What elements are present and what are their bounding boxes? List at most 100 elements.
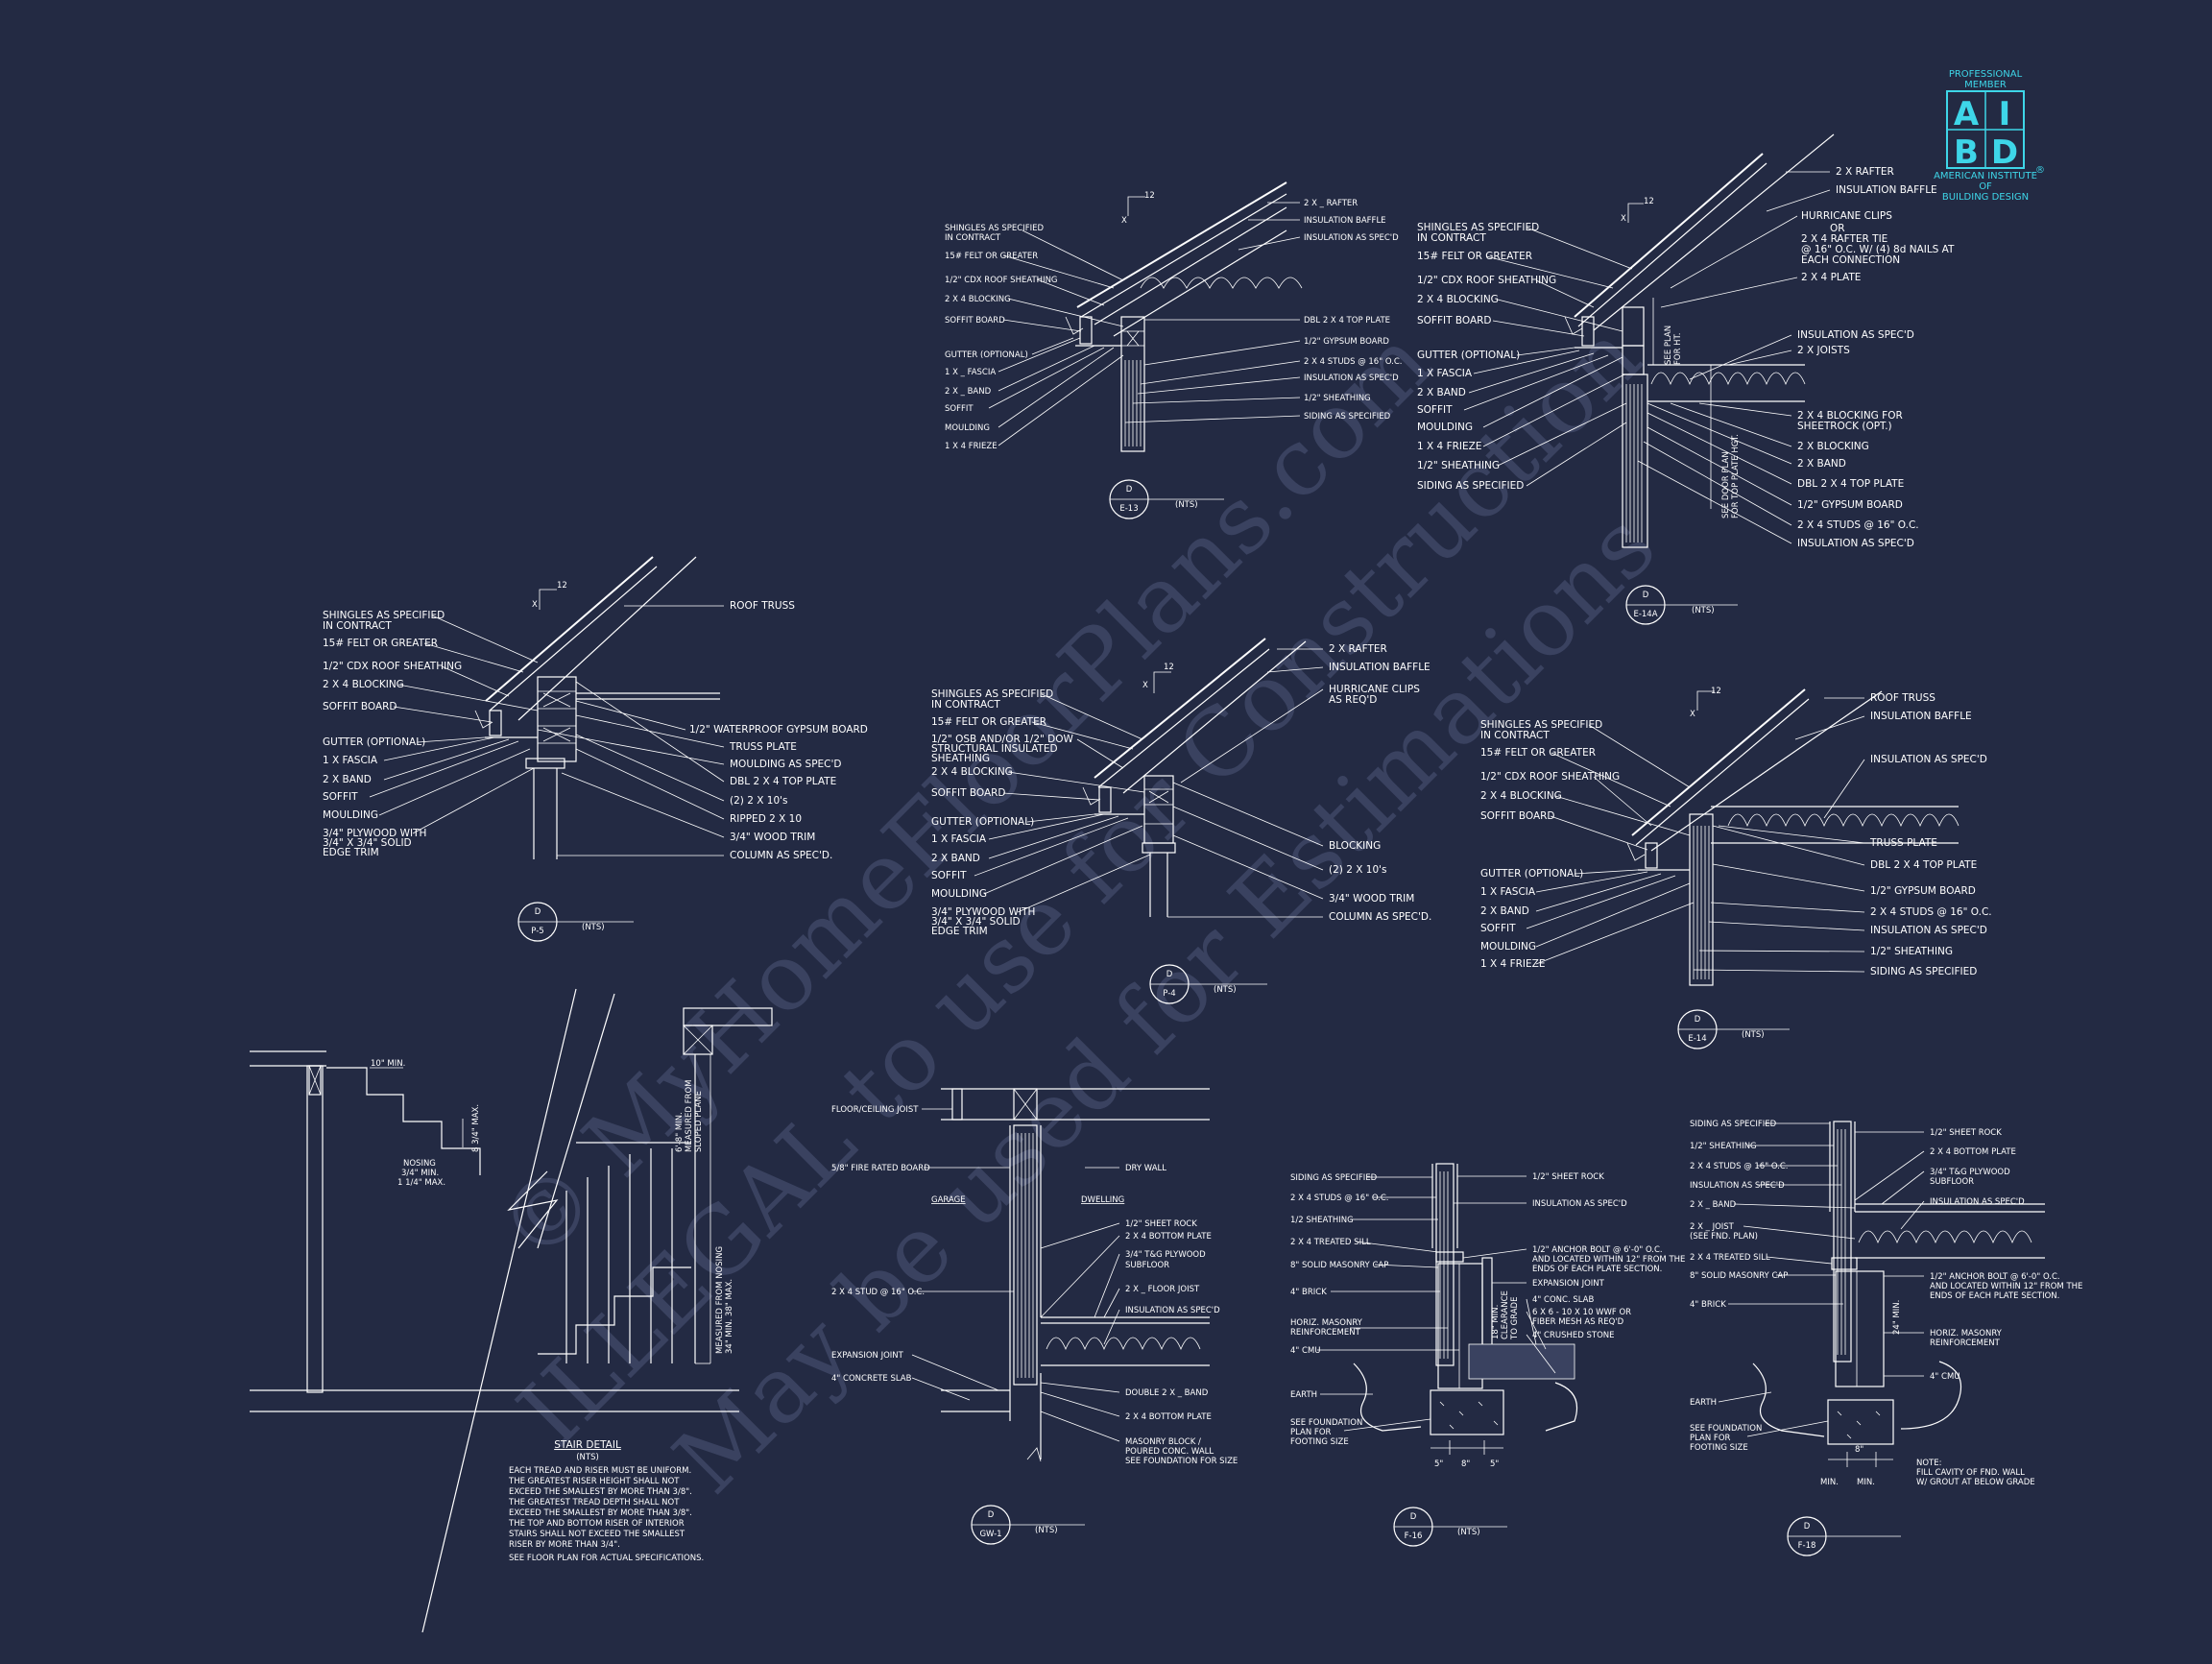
p4-left-3: 1/2" OSB AND/OR 1/2" DOW	[931, 734, 1074, 745]
stair-dim-3: 1 1/4" MAX.	[397, 1178, 445, 1188]
detail-e14: X 12 SHINGLES AS SPECIFIED IN CONTRACT 1…	[1480, 687, 1992, 1049]
e14-right-0: ROOF TRUSS	[1870, 692, 1936, 704]
e14a-tag-nts: (NTS)	[1692, 606, 1715, 615]
e14-right-8: 1/2" SHEATHING	[1870, 946, 1953, 957]
e14a-vert-3: SEE DOOR PLAN	[1721, 451, 1731, 518]
e14-pitch-x: X	[1690, 710, 1695, 719]
p5-drawing	[474, 556, 720, 859]
f18-right-4: INSULATION AS SPEC'D	[1930, 1197, 2025, 1207]
p4-left-7: SOFFIT BOARD	[931, 787, 1006, 799]
p4-left-9: 1 X FASCIA	[931, 833, 987, 845]
p4-drawing	[1082, 638, 1307, 917]
f16-vert-0: 18" MIN.	[1491, 1305, 1501, 1339]
logo-letter-b: B	[1954, 133, 1979, 172]
gw1-right-7: INSULATION AS SPEC'D	[1125, 1306, 1220, 1315]
e13-right-7: 1/2" SHEATHING	[1304, 394, 1371, 403]
p5-left-7: 1 X FASCIA	[323, 755, 378, 766]
p5-tag-letter: D	[535, 907, 541, 917]
p5-left-labels: SHINGLES AS SPECIFIED IN CONTRACT 15# FE…	[323, 610, 539, 858]
p4-left-0: SHINGLES AS SPECIFIED	[931, 688, 1053, 700]
p4-left-12: MOULDING	[931, 888, 987, 900]
p5-pitch-run: 12	[557, 581, 567, 591]
f16-tag-id: F-16	[1405, 1531, 1423, 1541]
stair-note-2: EXCEED THE SMALLEST BY MORE THAN 3/8".	[509, 1487, 692, 1497]
stair-dim-7: SLOPED PLANE	[694, 1091, 704, 1152]
detail-gw1: FLOOR/CEILING JOIST 5/8" FIRE RATED BOAR…	[831, 1088, 1238, 1545]
p4-pitch-x: X	[1142, 681, 1148, 690]
e14a-right-8: INSULATION AS SPEC'D	[1797, 329, 1914, 341]
f16-tag-letter: D	[1410, 1512, 1417, 1522]
p5-right-8: COLUMN AS SPEC'D.	[730, 850, 832, 861]
f16-right-5: EXPANSION JOINT	[1532, 1279, 1605, 1289]
p5-right-3: MOULDING AS SPEC'D	[730, 759, 842, 770]
f18-right-10: 4" CMU	[1930, 1372, 1960, 1382]
p5-right-1: 1/2" WATERPROOF GYPSUM BOARD	[689, 724, 868, 736]
p4-left-5: SHEATHING	[931, 753, 990, 764]
f16-left-2: 1/2 SHEATHING	[1290, 1216, 1354, 1225]
e14a-left-4: 2 X 4 BLOCKING	[1417, 294, 1499, 305]
p5-left-4: 2 X 4 BLOCKING	[323, 679, 404, 690]
e14a-right-7: 2 X 4 PLATE	[1801, 272, 1861, 283]
e14a-pitch-x: X	[1621, 214, 1626, 224]
e13-left-6: GUTTER (OPTIONAL)	[945, 350, 1028, 360]
f18-left-0: SIDING AS SPECIFIED	[1690, 1120, 1777, 1129]
f18-right-2: 3/4" T&G PLYWOOD	[1930, 1168, 2010, 1177]
f18-right-3: SUBFLOOR	[1930, 1177, 1974, 1187]
f18-right-6: AND LOCATED WITHIN 12" FROM THE	[1930, 1282, 2082, 1291]
e13-right-5: 2 X 4 STUDS @ 16" O.C.	[1304, 357, 1403, 367]
stair-drawing	[250, 988, 773, 1633]
logo-letter-i: I	[1999, 95, 2011, 133]
e14-left-3: 1/2" CDX ROOF SHEATHING	[1480, 771, 1620, 783]
e14-right-2: INSULATION AS SPEC'D	[1870, 754, 1987, 765]
e14a-left-5: SOFFIT BOARD	[1417, 315, 1492, 326]
e14-right-3: TRUSS PLATE	[1869, 837, 1937, 849]
logo-top-2: MEMBER	[1964, 80, 2007, 90]
e13-right-4: 1/2" GYPSUM BOARD	[1304, 337, 1389, 347]
logo-letter-d: D	[1991, 133, 2018, 172]
f18-right-9: REINFORCEMENT	[1930, 1338, 2001, 1348]
p4-right-6: 3/4" WOOD TRIM	[1329, 893, 1414, 904]
p5-tag: D P-5 (NTS)	[517, 902, 634, 942]
e14-tag-letter: D	[1695, 1015, 1701, 1025]
e14-left-2: 15# FELT OR GREATER	[1480, 747, 1596, 759]
f18-vert: 24" MIN.	[1892, 1300, 1902, 1335]
f16-left-0: SIDING AS SPECIFIED	[1290, 1173, 1378, 1183]
f18-tag-letter: D	[1804, 1522, 1811, 1531]
f16-right-0: 1/2" SHEET ROCK	[1532, 1172, 1604, 1182]
stair-notes: EACH TREAD AND RISER MUST BE UNIFORM. TH…	[508, 1466, 704, 1563]
e14-tag: D E-14 (NTS)	[1677, 1009, 1790, 1049]
gw1-right-1: DWELLING	[1081, 1195, 1124, 1205]
gw1-right-8: DOUBLE 2 X _ BAND	[1125, 1388, 1209, 1398]
p5-left-13: EDGE TRIM	[323, 847, 379, 858]
gw1-right-2: 1/2" SHEET ROCK	[1125, 1219, 1197, 1229]
e14-left-6: GUTTER (OPTIONAL)	[1480, 868, 1583, 880]
stair-note-5: THE TOP AND BOTTOM RISER OF INTERIOR	[508, 1519, 685, 1529]
f18-right-8: HORIZ. MASONRY	[1930, 1329, 2003, 1338]
p4-right-0: 2 X RAFTER	[1329, 643, 1387, 655]
e14a-left-8: 2 X BAND	[1417, 387, 1466, 398]
stair-dim-4: 8 3/4" MAX.	[471, 1104, 481, 1152]
f18-left-9: 4" BRICK	[1690, 1300, 1726, 1310]
p5-right-5: (2) 2 X 10's	[730, 795, 787, 807]
e13-left-7: 1 X _ FASCIA	[945, 368, 996, 377]
e14a-right-6: EACH CONNECTION	[1801, 254, 1900, 266]
e14a-tag-id: E-14A	[1633, 610, 1657, 619]
p4-right-1: INSULATION BAFFLE	[1329, 662, 1431, 673]
e14a-left-13: SIDING AS SPECIFIED	[1417, 480, 1524, 492]
stair-note-7: RISER BY MORE THAN 3/4".	[509, 1540, 620, 1550]
f18-right-7: ENDS OF EACH PLATE SECTION.	[1930, 1291, 2059, 1301]
p4-left-10: 2 X BAND	[931, 853, 980, 864]
f18-left-7: 2 X 4 TREATED SILL	[1690, 1253, 1770, 1263]
gw1-tag-nts: (NTS)	[1035, 1526, 1058, 1535]
e13-right-2: INSULATION AS SPEC'D	[1304, 233, 1399, 243]
f18-left-11: SEE FOUNDATION	[1690, 1424, 1762, 1434]
p4-tag-nts: (NTS)	[1214, 985, 1237, 995]
detail-stair: 10" MIN. NOSING 3/4" MIN. 1 1/4" MAX. 8 …	[250, 988, 773, 1633]
f18-left-2: 2 X 4 STUDS @ 16" O.C.	[1690, 1162, 1789, 1171]
p5-left-1: IN CONTRACT	[323, 620, 392, 632]
p5-left-10: MOULDING	[323, 809, 378, 821]
f16-drawing	[1353, 1163, 1578, 1455]
f18-tag-id: F-18	[1798, 1541, 1816, 1551]
stair-title: STAIR DETAIL	[554, 1439, 621, 1451]
e13-right-6: INSULATION AS SPEC'D	[1304, 374, 1399, 383]
